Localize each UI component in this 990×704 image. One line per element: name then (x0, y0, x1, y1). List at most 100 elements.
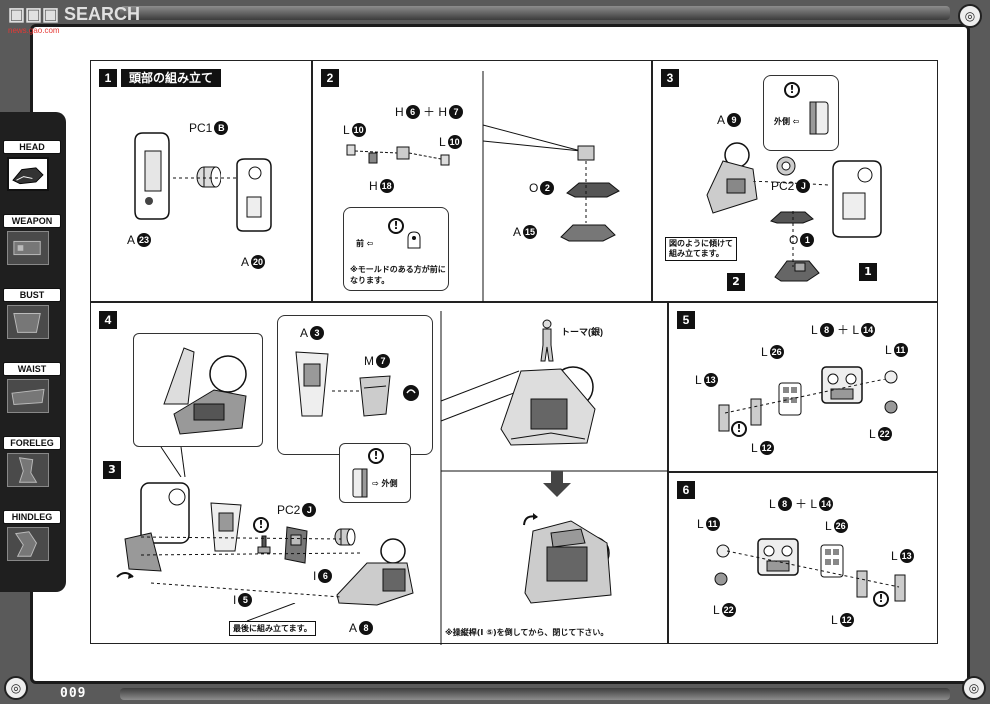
weapon-thumbnail-icon (7, 231, 49, 265)
sidenav-item-weapon[interactable]: WEAPON (3, 214, 61, 265)
front-direction-label: 前 ⇦ (356, 239, 374, 248)
sidenav-item-hindleg[interactable]: HINDLEG (3, 510, 61, 561)
warning-icon: ! (253, 517, 269, 533)
head-thumbnail-icon (7, 157, 49, 191)
head-half-left-part (129, 131, 173, 221)
polycap-orientation-callout: ! ⇨ 外側 (339, 443, 411, 503)
step-number: 5 (677, 311, 695, 329)
sidenav-item-label: HINDLEG (3, 510, 61, 524)
assembly-dash-line (753, 181, 830, 267)
a15-base-part (559, 221, 617, 243)
assembly-dash-line (725, 379, 886, 414)
pc2-detail-part (808, 100, 830, 136)
step-number: 6 (677, 481, 695, 499)
l12-strip-part (855, 569, 869, 599)
step2-subassembly-part (773, 257, 821, 283)
step-number: 4 (99, 311, 117, 329)
sidenav-item-label: WEAPON (3, 214, 61, 228)
watermark: ▣▣▣ SEARCH news.gao.com (2, 2, 162, 36)
step-2-divider (482, 71, 582, 303)
i6-seat-part (283, 525, 311, 565)
subassembly-ref-1: 1 (859, 263, 877, 281)
step-4-divider (440, 311, 669, 645)
bust-thumbnail-icon (7, 305, 49, 339)
a9-jaw-part (703, 139, 765, 217)
outer-direction-label: ⇨ 外側 (372, 479, 398, 488)
warning-icon: ! (731, 421, 747, 437)
a8-lower-jaw-part (327, 533, 415, 607)
subassembly-ref-2: 2 (727, 273, 745, 291)
pc1-polycap-part (195, 165, 222, 189)
step-2-front-callout: ! 前 ⇦ ※モールドのある方が前に なります。 (343, 207, 449, 291)
head-closed-assembly-part (511, 513, 621, 607)
sight-assembled-part (575, 143, 597, 163)
l13-strip-part (893, 573, 907, 603)
page-number: 009 (60, 686, 87, 701)
callout-pointer (160, 447, 186, 477)
bottom-frame-bar (120, 688, 950, 700)
i5-stick-part (257, 535, 271, 555)
m7-cover-part (358, 374, 392, 418)
assembly-dash-line (727, 550, 900, 588)
o2-plate-part (565, 179, 621, 199)
section-sidenav: HEAD WEAPON BUST WAIST FORELEG HINDLEG (0, 112, 66, 592)
o1-plate-part (769, 209, 815, 225)
cockpit-preview-callout (133, 333, 263, 447)
subassembly-ref-3: 3 (103, 461, 121, 479)
sidenav-item-bust[interactable]: BUST (3, 288, 61, 339)
sidenav-item-foreleg[interactable]: FORELEG (3, 436, 61, 487)
sidenav-item-label: WAIST (3, 362, 61, 376)
sight-detail-part (404, 230, 424, 250)
step-number: 1 (99, 69, 117, 87)
sidenav-item-label: HEAD (3, 140, 61, 154)
rotate-arrow-icon (115, 567, 135, 583)
l22-cap-part (713, 571, 729, 587)
torma-pilot-figure (537, 319, 557, 363)
sight-parts-row (345, 141, 455, 171)
corner-emblem-icon: ◎ (962, 676, 986, 700)
corner-emblem-icon: ◎ (4, 676, 28, 700)
pc2-detail-part (352, 468, 368, 498)
sidenav-item-label: FORELEG (3, 436, 61, 450)
rotate-arrow-icon (402, 384, 420, 402)
sidenav-item-head[interactable]: HEAD (3, 140, 61, 191)
head-assembly-part (829, 159, 885, 239)
final-assembly-note: 最後に組み立てます。 (229, 621, 316, 636)
waist-thumbnail-icon (7, 379, 49, 413)
l26-plate-part (819, 543, 845, 579)
l22-cap-part (883, 399, 899, 415)
mold-note: ※モールドのある方が前に なります。 (350, 265, 446, 285)
warning-icon: ! (784, 82, 800, 98)
l11-cap-part (883, 369, 899, 385)
warning-icon: ! (368, 448, 384, 464)
step-number: 3 (661, 69, 679, 87)
torma-label: トーマ(銀) (561, 327, 603, 337)
sidenav-item-waist[interactable]: WAIST (3, 362, 61, 413)
sidenav-item-label: BUST (3, 288, 61, 302)
assembly-dash-lines (141, 536, 361, 598)
top-frame-bar (120, 6, 950, 20)
